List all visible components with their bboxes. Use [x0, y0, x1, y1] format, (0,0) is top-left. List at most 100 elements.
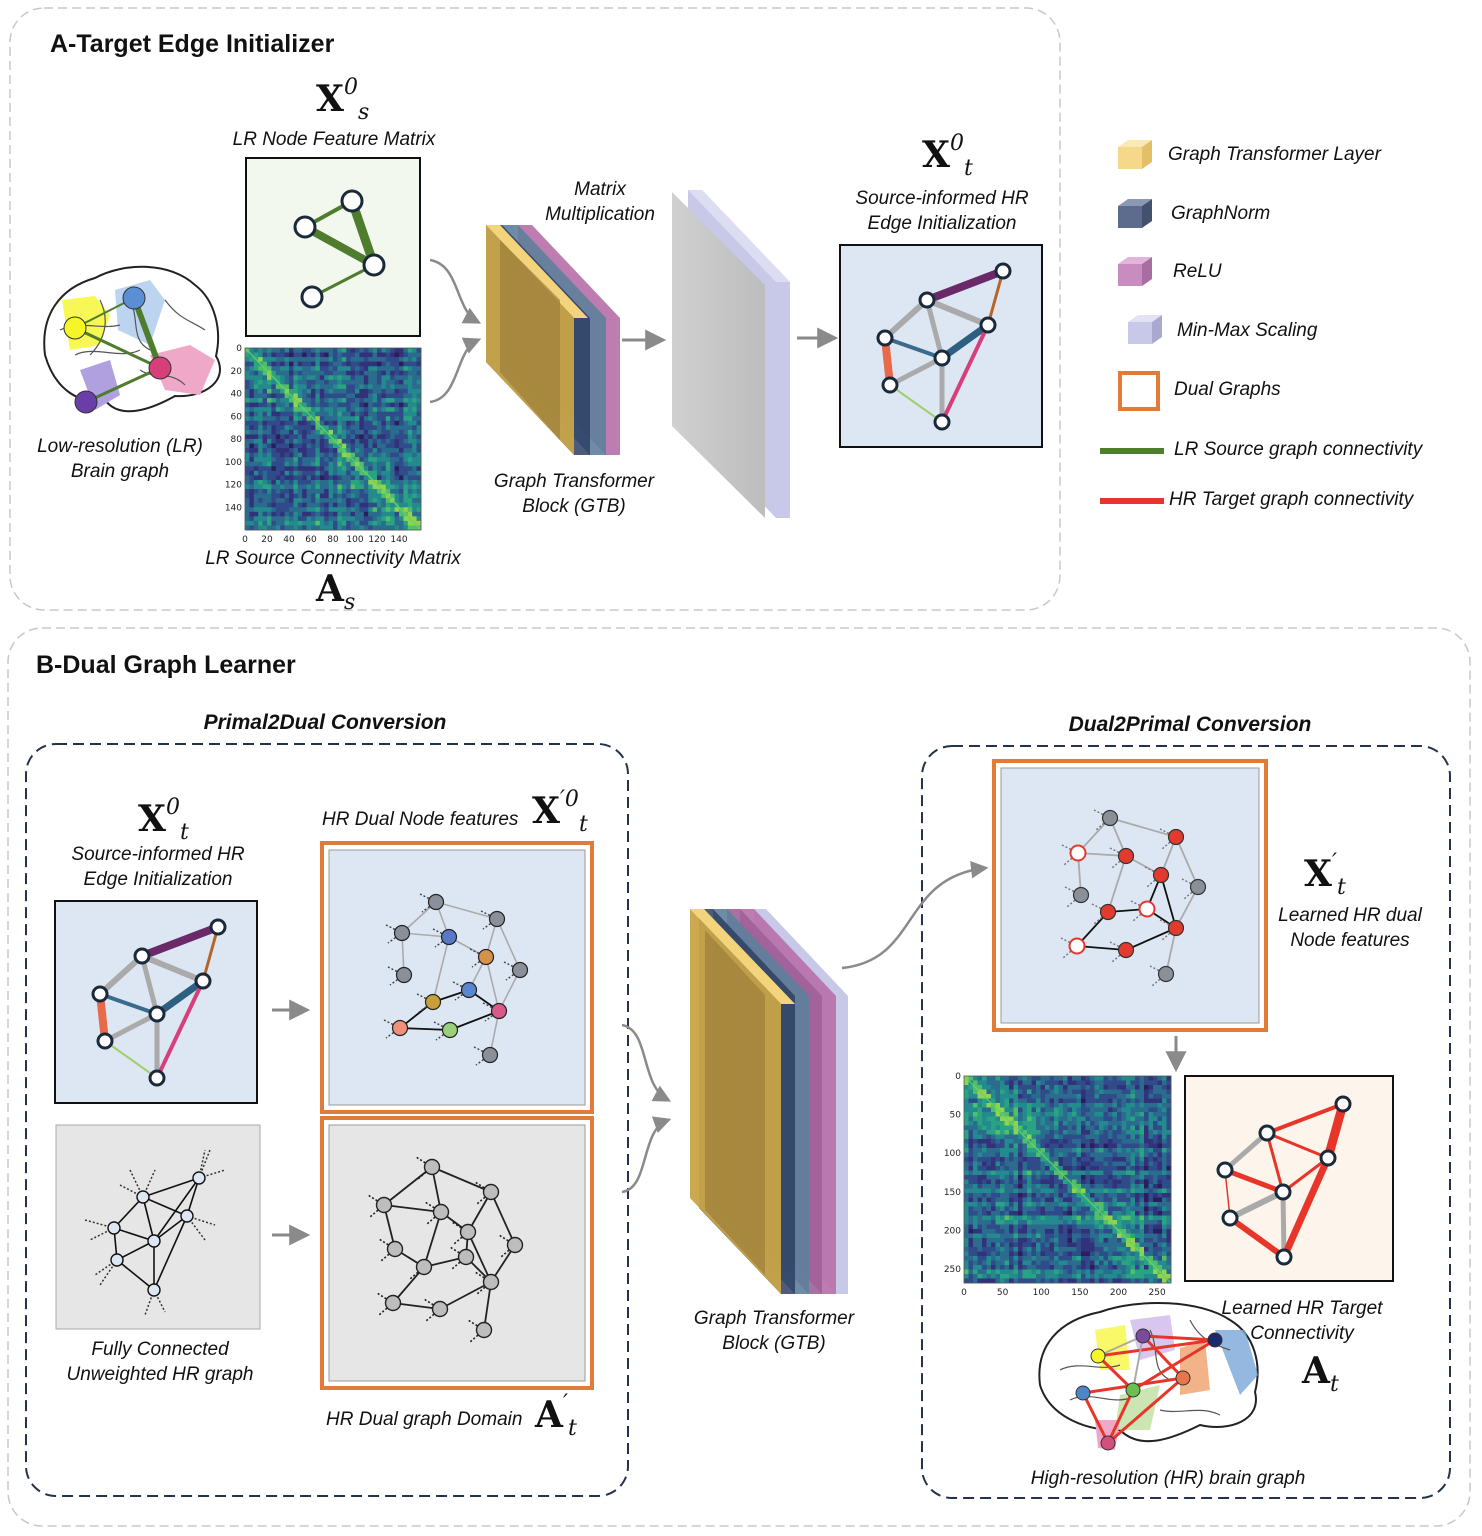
xs-base: X [316, 78, 344, 120]
graph-node [490, 1002, 508, 1020]
x-tick-label: 50 [997, 1288, 1009, 1298]
graph-edge [882, 297, 930, 341]
primal2dual-frame [25, 743, 629, 1497]
graph-stub [1149, 965, 1167, 975]
lr-brain-illustration [43, 265, 221, 414]
graph-node [148, 1069, 166, 1087]
graph-edge [1280, 1154, 1332, 1261]
graph-node [1068, 937, 1086, 955]
graph-node [1138, 900, 1156, 918]
graph-node [148, 1005, 166, 1023]
graph-stub [1093, 911, 1109, 925]
graph-stub [482, 1002, 500, 1012]
graph-stub [1111, 855, 1127, 869]
graph-edge [423, 1211, 442, 1268]
graph-stub [1109, 941, 1127, 951]
graph-stub [1061, 844, 1079, 854]
graph-node [1275, 1248, 1293, 1266]
graph-stub [385, 1027, 401, 1039]
y-tick-label: 0 [955, 1072, 961, 1082]
y-tick-label: 120 [225, 481, 242, 491]
graph-edge [98, 992, 159, 1016]
dual-node-math: X′0t [532, 787, 588, 838]
graph-stub [482, 918, 498, 930]
graph-edge [142, 1196, 155, 1242]
graph-edge [1107, 855, 1127, 913]
arrow-gtb-to-learned-dual [841, 860, 989, 970]
xs-sup: 0 [343, 75, 358, 100]
section-b-title: B-Dual Graph Learner [36, 651, 296, 679]
matrix-multiplication-layers [672, 190, 790, 518]
graph-stub [451, 1256, 467, 1270]
graph-stub [387, 966, 405, 976]
fully-connected-graph [55, 1124, 261, 1330]
graph-node [391, 1019, 409, 1037]
graph-node [431, 1300, 449, 1318]
legend-cube-minmax [1128, 315, 1162, 344]
graph-node [194, 972, 212, 990]
x-tick-label: 100 [1033, 1288, 1050, 1298]
graph-node [881, 376, 899, 394]
graph-stub [503, 961, 521, 971]
graph-stub [1060, 937, 1078, 947]
graph-edge [1280, 1189, 1287, 1260]
section-b-frame [7, 627, 1471, 1527]
x-tick-label: 20 [261, 535, 273, 545]
graph-stub [1111, 949, 1127, 963]
graph-stub [1093, 809, 1111, 819]
graph-edge [1265, 1131, 1285, 1194]
graph-edge [383, 1204, 442, 1213]
graph-node [933, 413, 951, 431]
x-tick-label: 200 [1110, 1288, 1127, 1298]
graph-stub [435, 1029, 451, 1041]
graph-node [1334, 1095, 1352, 1113]
graph-stub [415, 1156, 433, 1168]
graph-edge [97, 953, 145, 997]
graph-edge [1222, 1167, 1286, 1195]
graph-edge [116, 1240, 155, 1261]
graph-node [511, 961, 529, 979]
graph-stub [476, 1281, 492, 1295]
graph-edge [116, 1259, 155, 1291]
graph-edge [923, 267, 1007, 304]
graph-edge [467, 1231, 492, 1283]
x-tick-label: 0 [961, 1288, 967, 1298]
graph-node [107, 1221, 121, 1235]
graph-node [427, 893, 445, 911]
graph-edge [940, 323, 990, 424]
graph-node [475, 1321, 493, 1339]
graph-stub [454, 989, 470, 1001]
graph-stub [449, 1246, 467, 1258]
graph-node [96, 1032, 114, 1050]
xs-math-label: X0s [316, 75, 369, 125]
graph-edge [138, 923, 222, 960]
graph-stub [383, 1019, 401, 1029]
graph-stub [385, 924, 403, 934]
graph-edge [139, 953, 206, 984]
dual2primal-title: Dual2Primal Conversion [1068, 713, 1312, 736]
graph-stub [389, 974, 405, 986]
graph-stub [469, 948, 487, 958]
lr-node-feature-graph [245, 157, 421, 337]
graph-node [1167, 828, 1185, 846]
legend-label-graphnorm: GraphNorm [1171, 203, 1271, 224]
legend-cube-gtl [1118, 140, 1152, 169]
x-tick-label: 100 [346, 535, 363, 545]
graph-stub [1151, 973, 1167, 987]
graph-edge [485, 956, 500, 1012]
legend-cube-relu [1118, 257, 1152, 286]
graph-stub [419, 893, 437, 903]
graph-node [1099, 903, 1117, 921]
lr-connectivity-label: LR Source Connectivity Matrix [205, 548, 461, 569]
graph-node [424, 993, 442, 1011]
graph-edge [104, 1040, 158, 1079]
graph-stub [423, 1298, 441, 1310]
graph-stub [469, 1329, 485, 1343]
gtb-block-a [486, 225, 620, 455]
graph-edge [102, 1011, 160, 1044]
y-tick-label: 140 [225, 503, 242, 513]
graph-node [395, 966, 413, 984]
graph-stub [409, 1266, 425, 1280]
